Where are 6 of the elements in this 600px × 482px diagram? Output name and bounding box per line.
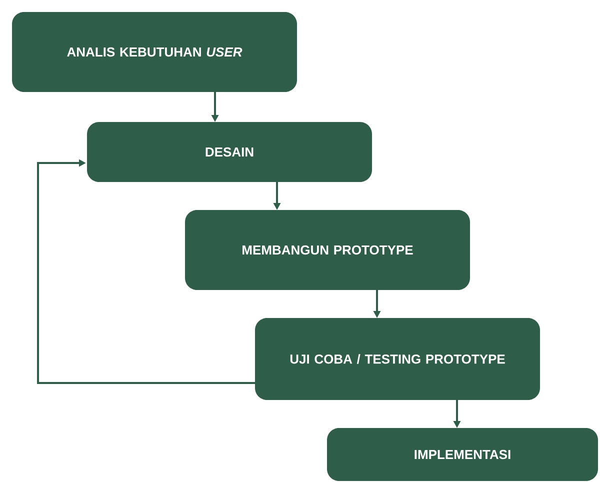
process-box: MEMBANGUN PROTOTYPE [185, 210, 470, 290]
arrow [37, 159, 255, 384]
process-box: UJI COBA / TESTING PROTOTYPE [255, 318, 540, 400]
process-box: IMPLEMENTASI [327, 428, 598, 481]
process-box: ANALIS KEBUTUHAN USER [12, 12, 297, 92]
process-box: DESAIN [87, 122, 372, 182]
